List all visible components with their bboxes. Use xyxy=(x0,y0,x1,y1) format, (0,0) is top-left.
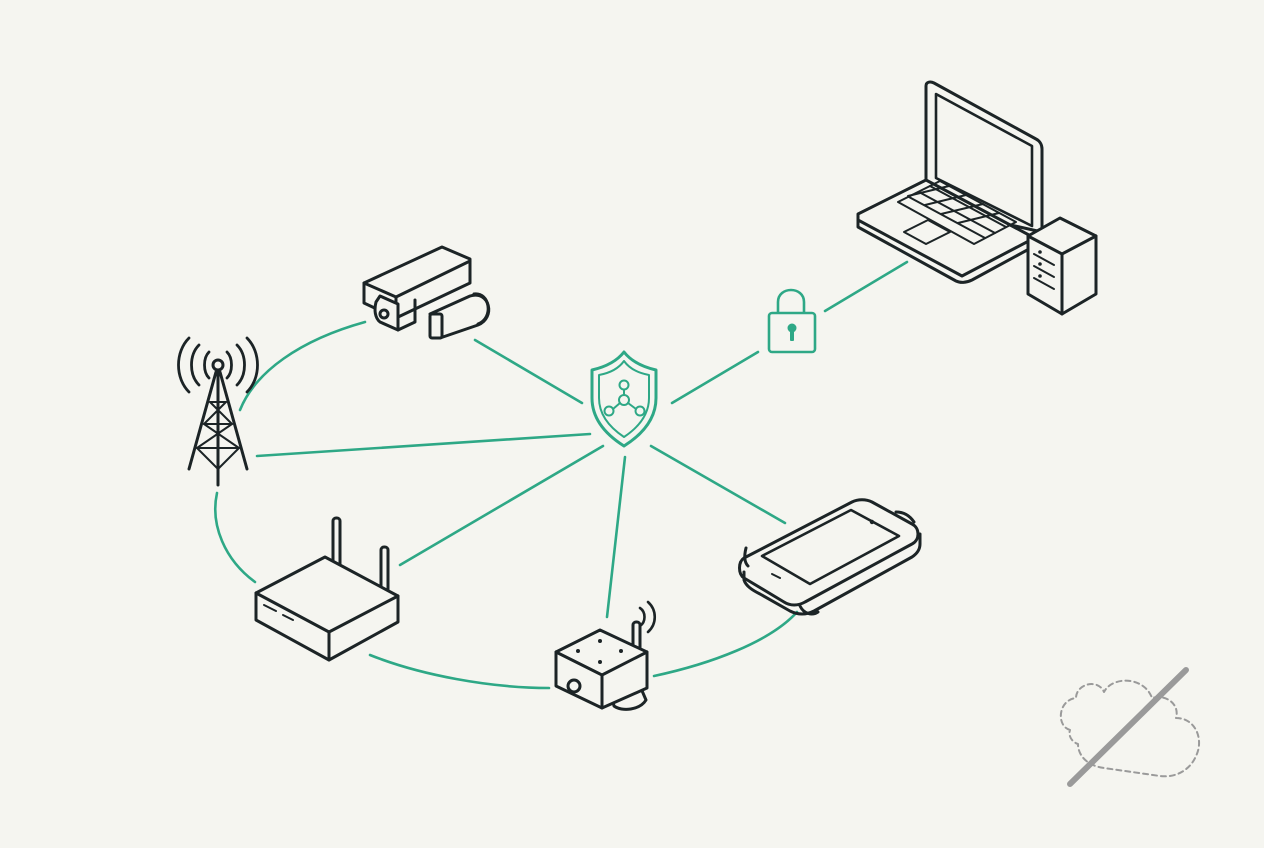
padlock-icon xyxy=(767,288,817,354)
link-hub-tower xyxy=(255,432,592,458)
link-router-sensor xyxy=(368,653,551,690)
shield-network-icon[interactable] xyxy=(590,350,658,448)
radio-tower-icon[interactable] xyxy=(177,336,259,487)
wifi-router-icon[interactable] xyxy=(254,516,400,662)
security-camera-icon[interactable] xyxy=(362,245,491,340)
laptop-server-icon[interactable] xyxy=(856,80,1098,316)
rugged-tablet-icon[interactable] xyxy=(738,498,922,616)
link-hub-router xyxy=(398,444,605,567)
link-tower-router xyxy=(214,491,257,584)
link-hub-sensor xyxy=(605,455,627,619)
link-sensor-tablet xyxy=(652,610,799,678)
link-hub-camera xyxy=(473,338,584,405)
iot-sensor-icon[interactable] xyxy=(554,600,657,711)
link-lock-workstation xyxy=(823,260,909,313)
connection-links xyxy=(214,260,909,690)
link-hub-tablet xyxy=(649,444,787,525)
cloud-disconnected-icon xyxy=(1060,667,1201,787)
link-hub-lock xyxy=(670,350,760,405)
link-camera-tower xyxy=(238,320,367,412)
